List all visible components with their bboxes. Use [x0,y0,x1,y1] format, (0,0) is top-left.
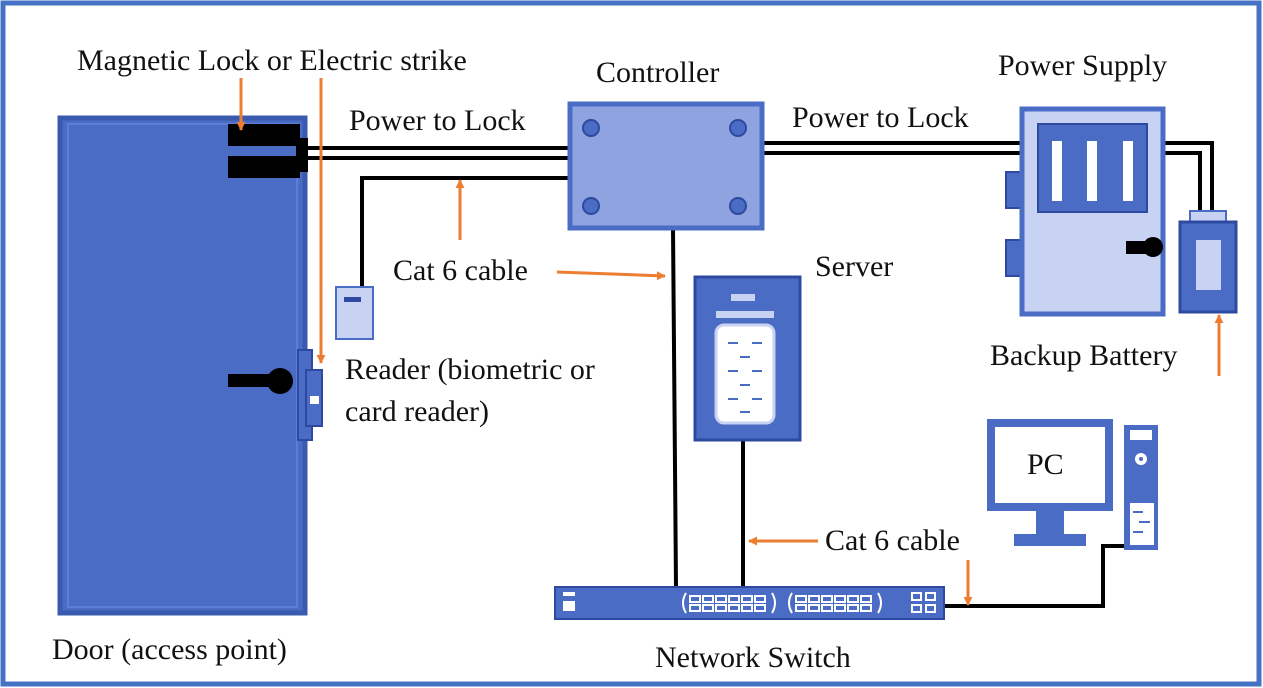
magnetic-lock-icon [228,124,308,178]
labels: Magnetic Lock or Electric strike Control… [52,44,1177,674]
pc-icon [987,419,1113,546]
label-server: Server [815,250,893,283]
controller-switch-cable [671,227,678,588]
server-icon [693,275,802,442]
backup-battery-icon [1178,210,1238,314]
battery-cable-outer [1160,141,1214,212]
label-reader-line1: Reader (biometric or [345,353,595,386]
label-power-supply: Power Supply [998,49,1167,82]
label-magnetic-lock: Magnetic Lock or Electric strike [77,44,467,77]
power-supply-box [1005,106,1166,317]
door-panel [57,115,308,616]
card-reader-icon [335,286,374,340]
label-pc: PC [1027,448,1064,481]
battery-cable-inner [1160,151,1202,212]
arrow-to-controller-cable [556,270,666,281]
power-supply-handle-icon [1126,237,1163,257]
arrows [236,78,1224,606]
label-network-switch: Network Switch [655,641,851,674]
label-cat6-top: Cat 6 cable [393,254,528,287]
pc-tower-icon [1124,425,1158,550]
switch-pc-cable [944,544,1125,608]
label-cat6-bottom: Cat 6 cable [825,524,960,557]
reader-cable [360,176,570,287]
label-power-to-lock-left: Power to Lock [349,104,526,137]
door [57,115,323,616]
controller-box [567,101,765,231]
label-reader-line2: card reader) [345,395,489,428]
label-door: Door (access point) [52,633,287,666]
door-strike-plate [297,349,323,441]
network-switch-icon [554,586,945,620]
door-handle-icon [228,368,293,394]
cables [300,141,1214,608]
label-power-to-lock-right: Power to Lock [792,101,969,134]
label-backup-battery: Backup Battery [990,339,1177,372]
label-controller: Controller [596,56,719,89]
